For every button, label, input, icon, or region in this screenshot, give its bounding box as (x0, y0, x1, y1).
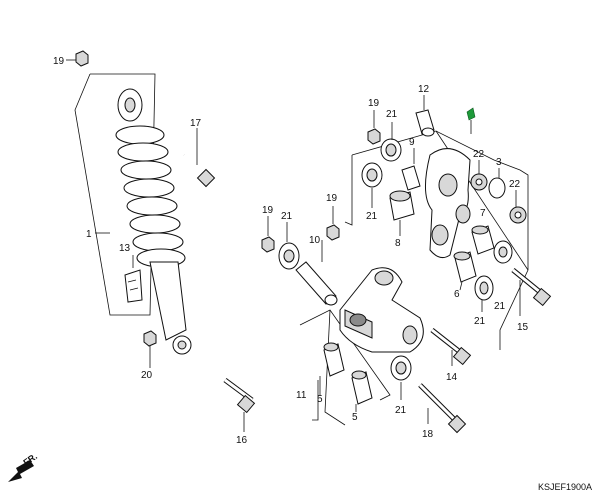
seal-21-left (361, 162, 383, 208)
bolt-18 (418, 383, 467, 434)
shock-damper-body (149, 261, 187, 341)
bushing-6 (453, 251, 477, 291)
callout-5: 5 (317, 394, 323, 405)
callout-8: 8 (395, 238, 401, 249)
shock-bracket-outline (74, 73, 156, 316)
bushing-5-lower (351, 370, 373, 412)
shock-absorber-group (74, 73, 192, 355)
callout-13: 13 (119, 243, 131, 254)
callout-21: 21 (386, 109, 398, 120)
collar-9 (401, 148, 421, 191)
callout-19: 19 (53, 56, 65, 67)
bushing-5-upper (319, 342, 345, 396)
callout-21: 21 (494, 301, 506, 312)
callout-19: 19 (262, 205, 274, 216)
bushing-8 (389, 190, 415, 236)
nut-22-left (470, 160, 488, 191)
seal-3 (488, 168, 506, 199)
callout-10: 10 (309, 235, 321, 246)
bolt-16 (223, 377, 256, 432)
diagram-code: KSJEF1900A (538, 482, 592, 492)
nut-22-right (509, 190, 527, 224)
shock-top-eye-bushing (124, 97, 136, 113)
callout-15: 15 (517, 322, 529, 333)
front-direction-arrow: FR. (8, 451, 39, 482)
nut-19-upper (367, 110, 381, 145)
cushion-arm (425, 148, 471, 259)
bolt-15 (511, 268, 552, 316)
nut-19-top-left (66, 50, 89, 67)
callout-21: 21 (366, 211, 378, 222)
callout-16: 16 (236, 435, 248, 446)
callout-19: 19 (326, 193, 338, 204)
bushing-7 (471, 225, 495, 255)
callout-22: 22 (473, 149, 485, 160)
callout-3: 3 (496, 157, 502, 168)
bolt-17 (182, 128, 216, 188)
callout-19: 19 (368, 98, 380, 109)
callout-11: 11 (296, 390, 307, 401)
callout-12: 12 (418, 84, 430, 95)
nut-20 (143, 330, 157, 368)
leader-11 (312, 380, 319, 421)
callout-14: 14 (446, 372, 458, 383)
callout-1: 1 (86, 229, 92, 240)
callouts: 19 1 13 17 20 16 19 21 10 19 19 21 12 9 … (53, 56, 529, 446)
linkage-bracket-outline (351, 130, 529, 350)
shock-spring (115, 125, 186, 268)
nut-19-far-left (261, 216, 275, 253)
grease-point-icon (466, 107, 476, 121)
collar-10 (295, 240, 338, 306)
seal-21-left-link (278, 222, 300, 270)
seal-21-lower (474, 275, 494, 312)
callout-5: 5 (352, 412, 358, 423)
bolt-14 (430, 328, 472, 366)
seal-21-upper (380, 122, 402, 162)
warning-label-13 (124, 269, 143, 303)
callout-21: 21 (281, 211, 293, 222)
nut-19-mid (326, 206, 340, 241)
callout-20: 20 (141, 370, 153, 381)
callout-6: 6 (454, 289, 460, 300)
callout-21: 21 (395, 405, 407, 416)
callout-21: 21 (474, 316, 486, 327)
callout-7: 7 (480, 208, 486, 219)
callout-22: 22 (509, 179, 521, 190)
callout-9: 9 (409, 137, 415, 148)
callout-18: 18 (422, 429, 434, 440)
seal-21-right (493, 240, 513, 264)
callout-17: 17 (190, 118, 202, 129)
collar-12 (415, 95, 435, 137)
seal-21-bottom (390, 355, 412, 400)
shock-link (339, 267, 424, 353)
